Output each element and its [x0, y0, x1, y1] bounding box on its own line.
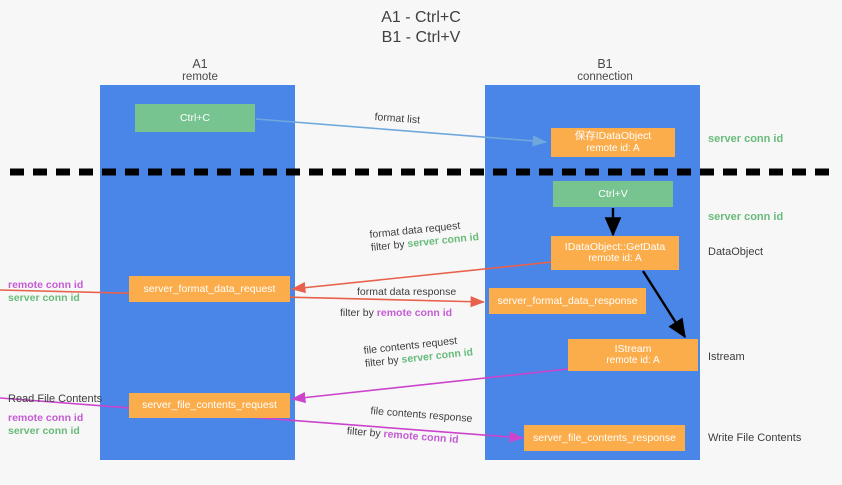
box-server-format-data-request-label: server_format_data_request — [143, 282, 276, 295]
box-server-format-data-request[interactable]: server_format_data_request — [129, 276, 290, 302]
column-header-a1: A1 remote — [140, 58, 260, 84]
file-contents-response-filter-value: remote conn id — [383, 428, 460, 446]
column-a1-sub: remote — [182, 71, 218, 83]
title-line-2: B1 - Ctrl+V — [381, 29, 461, 46]
box-server-format-data-response-label: server_format_data_response — [497, 294, 638, 307]
box-istream[interactable]: IStream remote id: A — [568, 339, 698, 371]
edge-label-format-data-response: format data response filter by remote co… — [340, 286, 457, 320]
box-idataobject-getdata[interactable]: IDataObject::GetData remote id: A — [551, 236, 679, 270]
box-istream-title: IStream — [614, 342, 652, 355]
box-save-dataobject-title: 保存IDataObject — [574, 130, 652, 142]
box-ctrl-c-label: Ctrl+C — [179, 111, 211, 124]
annotation-conn-pair-bottom: remote conn id server conn id — [8, 412, 83, 438]
edge-label-file-contents-request: file contents request filter by server c… — [363, 333, 474, 371]
file-contents-response-filter: filter by remote conn id — [346, 425, 460, 446]
box-save-dataobject-id: remote id: A — [586, 142, 640, 154]
format-data-response-filter-value: remote conn id — [376, 307, 453, 319]
annotation-read-file-contents: Read File Contents — [8, 393, 103, 405]
box-server-file-contents-request-label: server_file_contents_request — [142, 399, 277, 412]
column-b1-name: B1 — [597, 57, 613, 71]
box-server-format-data-response[interactable]: server_format_data_response — [489, 288, 646, 314]
box-server-file-contents-response-label: server_file_contents_response — [532, 431, 676, 444]
box-istream-id: remote id: A — [606, 355, 660, 366]
annotation-server-conn-id-second: server conn id — [708, 211, 784, 223]
annotation-remote-conn-id-bottom: remote conn id — [8, 412, 84, 424]
box-ctrl-v-label: Ctrl+V — [598, 187, 628, 200]
annotation-server-conn-id-left-bottom: server conn id — [8, 425, 80, 437]
box-ctrl-v[interactable]: Ctrl+V — [553, 181, 673, 207]
annotation-server-conn-id-left-top: server conn id — [8, 292, 80, 304]
box-server-file-contents-response[interactable]: server_file_contents_response — [524, 425, 685, 451]
edge-label-format-list: format list — [374, 111, 421, 127]
annotation-remote-conn-id-top: remote conn id — [8, 279, 84, 291]
format-data-response-filter: filter by remote conn id — [340, 307, 453, 319]
annotation-dataobject: DataObject — [708, 246, 764, 258]
box-ctrl-c[interactable]: Ctrl+C — [135, 104, 255, 132]
column-b1-sub: connection — [577, 71, 633, 83]
box-save-dataobject[interactable]: 保存IDataObject remote id: A — [551, 128, 675, 157]
page-title: A1 - Ctrl+C B1 - Ctrl+V — [0, 8, 842, 48]
title-line-1: A1 - Ctrl+C — [381, 9, 461, 26]
edge-label-format-data-request: format data request filter by server con… — [369, 218, 480, 255]
box-getdata-title: IDataObject::GetData — [564, 240, 666, 253]
annotation-server-conn-id-top: server conn id — [708, 133, 784, 145]
box-server-file-contents-request[interactable]: server_file_contents_request — [129, 393, 290, 418]
format-data-response-line1: format data response — [357, 286, 457, 298]
column-header-b1: B1 connection — [540, 58, 670, 84]
box-getdata-id: remote id: A — [588, 253, 642, 264]
annotation-write-file-contents: Write File Contents — [708, 432, 802, 444]
column-a1-name: A1 — [192, 57, 208, 71]
annotation-istream: Istream — [708, 351, 745, 363]
annotation-conn-pair-top: remote conn id server conn id — [8, 279, 83, 305]
file-contents-response-line1: file contents response — [370, 405, 473, 425]
edge-label-file-contents-response: file contents response filter by remote … — [346, 405, 473, 448]
